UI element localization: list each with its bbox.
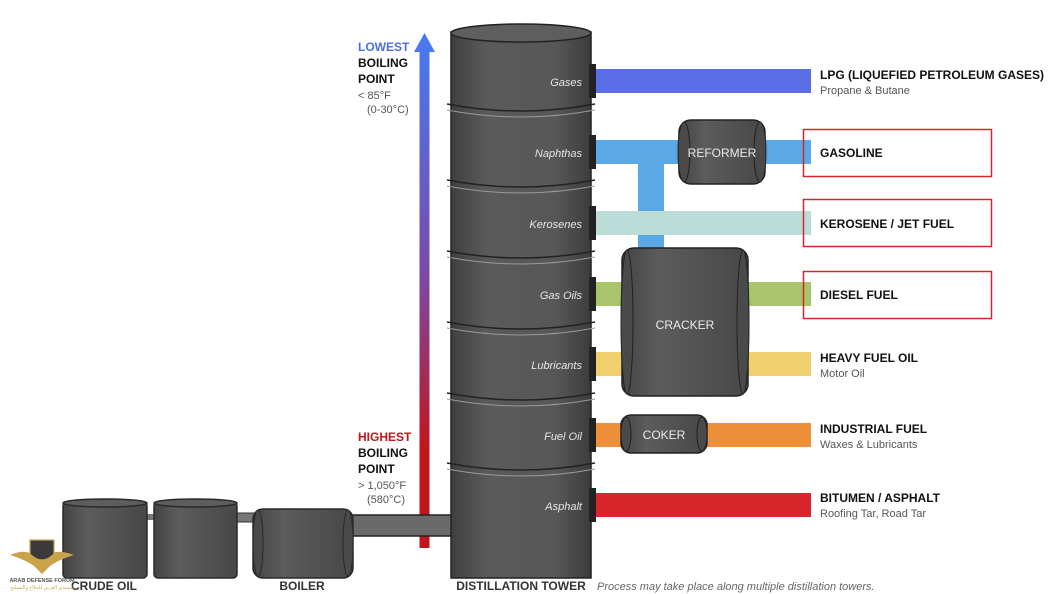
boiling-point-arrow — [414, 33, 435, 548]
reformer-label: REFORMER — [688, 146, 757, 160]
distillation-tower: Gases Naphthas Kerosenes Gas Oils Lubric… — [446, 23, 596, 579]
distillation-tower-label: DISTILLATION TOWER — [456, 579, 586, 593]
product-labels: LPG (LIQUEFIED PETROLEUM GASES) Propane … — [802, 68, 1044, 520]
product-gasoline-title: GASOLINE — [820, 146, 883, 160]
kerosene-highlight-box — [802, 198, 993, 248]
boiler — [252, 508, 354, 579]
diesel-highlight-box — [802, 270, 993, 320]
gasoline-highlight-box — [802, 128, 993, 178]
fraction-fuel-oil: Fuel Oil — [544, 431, 582, 443]
lpg-pipe — [594, 69, 811, 93]
fraction-naphthas: Naphthas — [535, 148, 583, 160]
fraction-kerosenes: Kerosenes — [529, 219, 582, 231]
crude-oil-label: CRUDE OIL — [71, 579, 137, 593]
boiler-to-tower-pipe — [337, 514, 461, 537]
product-industrial-title: INDUSTRIAL FUEL — [820, 422, 927, 436]
lowest-temp-c: (0-30°C) — [367, 104, 409, 116]
shield-icon — [29, 539, 55, 561]
lowest-word: LOWEST — [358, 40, 410, 54]
reformer: REFORMER — [677, 119, 767, 185]
fraction-asphalt: Asphalt — [544, 501, 583, 513]
coker-label: COKER — [643, 428, 686, 442]
process-note: Process may take place along multiple di… — [597, 581, 875, 593]
arab-defense-forum-logo: ARAB DEFENSE FORUM المنتدى العربي للدفاع… — [9, 539, 75, 591]
highest-temp-c: (580°C) — [367, 494, 405, 506]
product-heavy-fuel-title: HEAVY FUEL OIL — [820, 351, 918, 365]
highest-line3: POINT — [358, 462, 395, 476]
reformer-cracker-link — [638, 160, 664, 256]
cracker-label: CRACKER — [656, 318, 715, 332]
highest-boiling-point-label: HIGHEST BOILING POINT > 1,050°F (580°C) — [358, 430, 412, 506]
highest-word: HIGHEST — [358, 430, 412, 444]
crude-oil-tank-1 — [62, 498, 148, 579]
lowest-boiling-point-label: LOWEST BOILING POINT < 85°F (0-30°C) — [358, 40, 410, 116]
product-bitumen-title: BITUMEN / ASPHALT — [820, 491, 941, 505]
fraction-gas-oils: Gas Oils — [540, 290, 583, 302]
cracker: CRACKER — [620, 247, 750, 397]
crude-oil-tank-2 — [153, 498, 238, 579]
eagle-wings-icon — [10, 551, 74, 574]
highest-line2: BOILING — [358, 446, 408, 460]
coker: COKER — [620, 414, 708, 454]
product-diesel-title: DIESEL FUEL — [820, 288, 898, 302]
kerosene-pipe — [594, 211, 811, 235]
highest-temp-f: > 1,050°F — [358, 480, 406, 492]
watermark-line2: المنتدى العربي للدفاع والتسليح — [10, 585, 74, 591]
gasoline-pipe — [760, 140, 811, 164]
product-industrial-sub: Waxes & Lubricants — [820, 439, 918, 451]
product-lpg-title: LPG (LIQUEFIED PETROLEUM GASES) — [820, 68, 1044, 82]
boiler-label: BOILER — [279, 579, 325, 593]
asphalt-pipe — [594, 493, 811, 517]
watermark-line1: ARAB DEFENSE FORUM — [9, 578, 75, 584]
product-bitumen-sub: Roofing Tar, Road Tar — [820, 508, 926, 520]
lowest-temp-f: < 85°F — [358, 90, 391, 102]
fraction-gases: Gases — [550, 77, 582, 89]
product-lpg-sub: Propane & Butane — [820, 85, 910, 97]
bottom-labels: CRUDE OIL BOILER DISTILLATION TOWER Proc… — [71, 579, 875, 593]
product-heavy-fuel-sub: Motor Oil — [820, 368, 865, 380]
fraction-lubricants: Lubricants — [531, 360, 582, 372]
lowest-line3: POINT — [358, 72, 395, 86]
lowest-line2: BOILING — [358, 56, 408, 70]
product-kerosene-title: KEROSENE / JET FUEL — [820, 217, 954, 231]
